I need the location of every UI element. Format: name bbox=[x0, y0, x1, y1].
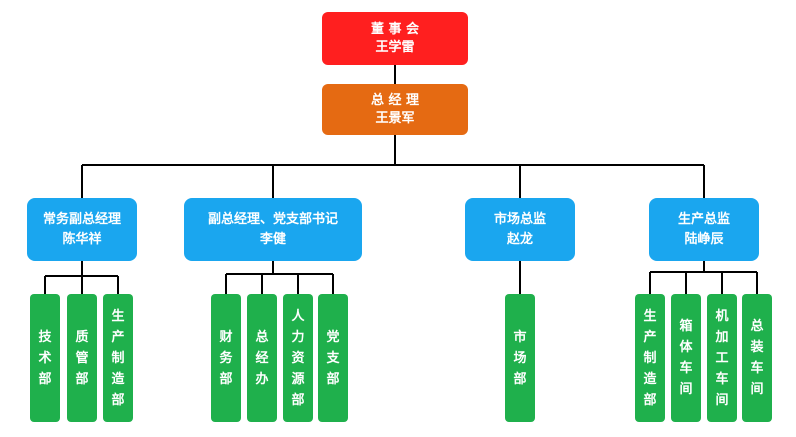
dept-char: 务 bbox=[219, 350, 233, 366]
dept-char: 部 bbox=[75, 371, 89, 387]
manager-box-executive-vp: 常务副总经理 陈华祥 bbox=[27, 198, 137, 261]
dept-char: 质 bbox=[75, 329, 89, 345]
dept-char: 技 bbox=[38, 329, 52, 345]
manager-name: 陆峥辰 bbox=[684, 231, 724, 247]
dept-char: 间 bbox=[715, 392, 729, 408]
dept-char: 车 bbox=[750, 361, 764, 376]
gm-box: 总 经 理 王景军 bbox=[322, 84, 468, 135]
dept-char: 部 bbox=[513, 371, 527, 387]
dept-char: 总 bbox=[255, 329, 269, 345]
dept-char: 箱 bbox=[679, 319, 693, 334]
dept-finance: 财 务 部 bbox=[211, 294, 241, 422]
dept-party-branch: 党 支 部 bbox=[318, 294, 348, 422]
manager-name: 陈华祥 bbox=[62, 231, 102, 247]
dept-char: 间 bbox=[679, 382, 693, 397]
dept-char: 装 bbox=[750, 340, 764, 355]
dept-char: 术 bbox=[38, 350, 52, 366]
dept-char: 支 bbox=[326, 350, 340, 366]
dept-char: 间 bbox=[750, 382, 764, 397]
dept-marketing: 市 场 部 bbox=[505, 294, 535, 422]
manager-title: 生产总监 bbox=[677, 211, 730, 227]
manager-box-marketing-director: 市场总监 赵龙 bbox=[465, 198, 575, 261]
dept-char: 党 bbox=[326, 329, 340, 345]
dept-manufacturing-1: 生 产 制 造 部 bbox=[103, 294, 133, 422]
dept-char: 机 bbox=[715, 308, 729, 324]
dept-char: 市 bbox=[513, 329, 527, 345]
dept-char: 部 bbox=[219, 371, 233, 387]
dept-char: 源 bbox=[291, 371, 305, 387]
dept-char: 部 bbox=[111, 392, 125, 408]
dept-char: 资 bbox=[291, 350, 305, 366]
dept-char: 体 bbox=[679, 340, 693, 355]
dept-char: 部 bbox=[643, 392, 657, 408]
dept-manufacturing-2: 生 产 制 造 部 bbox=[635, 294, 665, 422]
dept-char: 生 bbox=[643, 308, 657, 324]
dept-char: 财 bbox=[219, 329, 233, 345]
board-name: 王学雷 bbox=[375, 39, 415, 55]
dept-char: 工 bbox=[715, 350, 729, 366]
dept-machining-workshop: 机 加 工 车 间 bbox=[707, 294, 737, 422]
dept-assembly-workshop: 总 装 车 间 bbox=[742, 294, 772, 422]
dept-char: 部 bbox=[326, 371, 340, 387]
dept-char: 场 bbox=[513, 350, 527, 366]
dept-char: 制 bbox=[643, 350, 657, 366]
board-title: 董 事 会 bbox=[370, 21, 420, 37]
dept-tech: 技 术 部 bbox=[30, 294, 60, 422]
dept-char: 部 bbox=[38, 371, 52, 387]
dept-quality: 质 管 部 bbox=[67, 294, 97, 422]
dept-hr: 人 力 资 源 部 bbox=[283, 294, 313, 422]
dept-char: 车 bbox=[679, 361, 693, 376]
manager-title: 副总经理、党支部书记 bbox=[207, 211, 338, 227]
manager-name: 赵龙 bbox=[506, 231, 533, 247]
dept-char: 经 bbox=[255, 350, 269, 366]
dept-char: 管 bbox=[75, 350, 89, 366]
dept-char: 力 bbox=[291, 329, 305, 345]
dept-char: 生 bbox=[111, 308, 125, 324]
manager-title: 市场总监 bbox=[493, 211, 546, 227]
dept-char: 产 bbox=[643, 329, 657, 345]
manager-box-production-director: 生产总监 陆峥辰 bbox=[649, 198, 759, 261]
dept-char: 总 bbox=[750, 319, 764, 334]
gm-name: 王景军 bbox=[375, 110, 415, 126]
dept-char: 产 bbox=[111, 329, 125, 345]
dept-char: 人 bbox=[291, 308, 305, 324]
dept-char: 部 bbox=[291, 392, 305, 408]
dept-gm-office: 总 经 办 bbox=[247, 294, 277, 422]
dept-char: 办 bbox=[255, 371, 269, 387]
dept-char: 造 bbox=[643, 371, 657, 387]
manager-title: 常务副总经理 bbox=[42, 211, 121, 227]
dept-char: 车 bbox=[715, 371, 729, 387]
board-box: 董 事 会 王学雷 bbox=[322, 12, 468, 65]
dept-char: 加 bbox=[715, 329, 729, 345]
dept-char: 造 bbox=[111, 371, 125, 387]
manager-box-vp-party-secretary: 副总经理、党支部书记 李健 bbox=[184, 198, 362, 261]
manager-name: 李健 bbox=[259, 231, 286, 247]
dept-char: 制 bbox=[111, 350, 125, 366]
gm-title: 总 经 理 bbox=[370, 92, 420, 108]
dept-cabinet-workshop: 箱 体 车 间 bbox=[671, 294, 701, 422]
